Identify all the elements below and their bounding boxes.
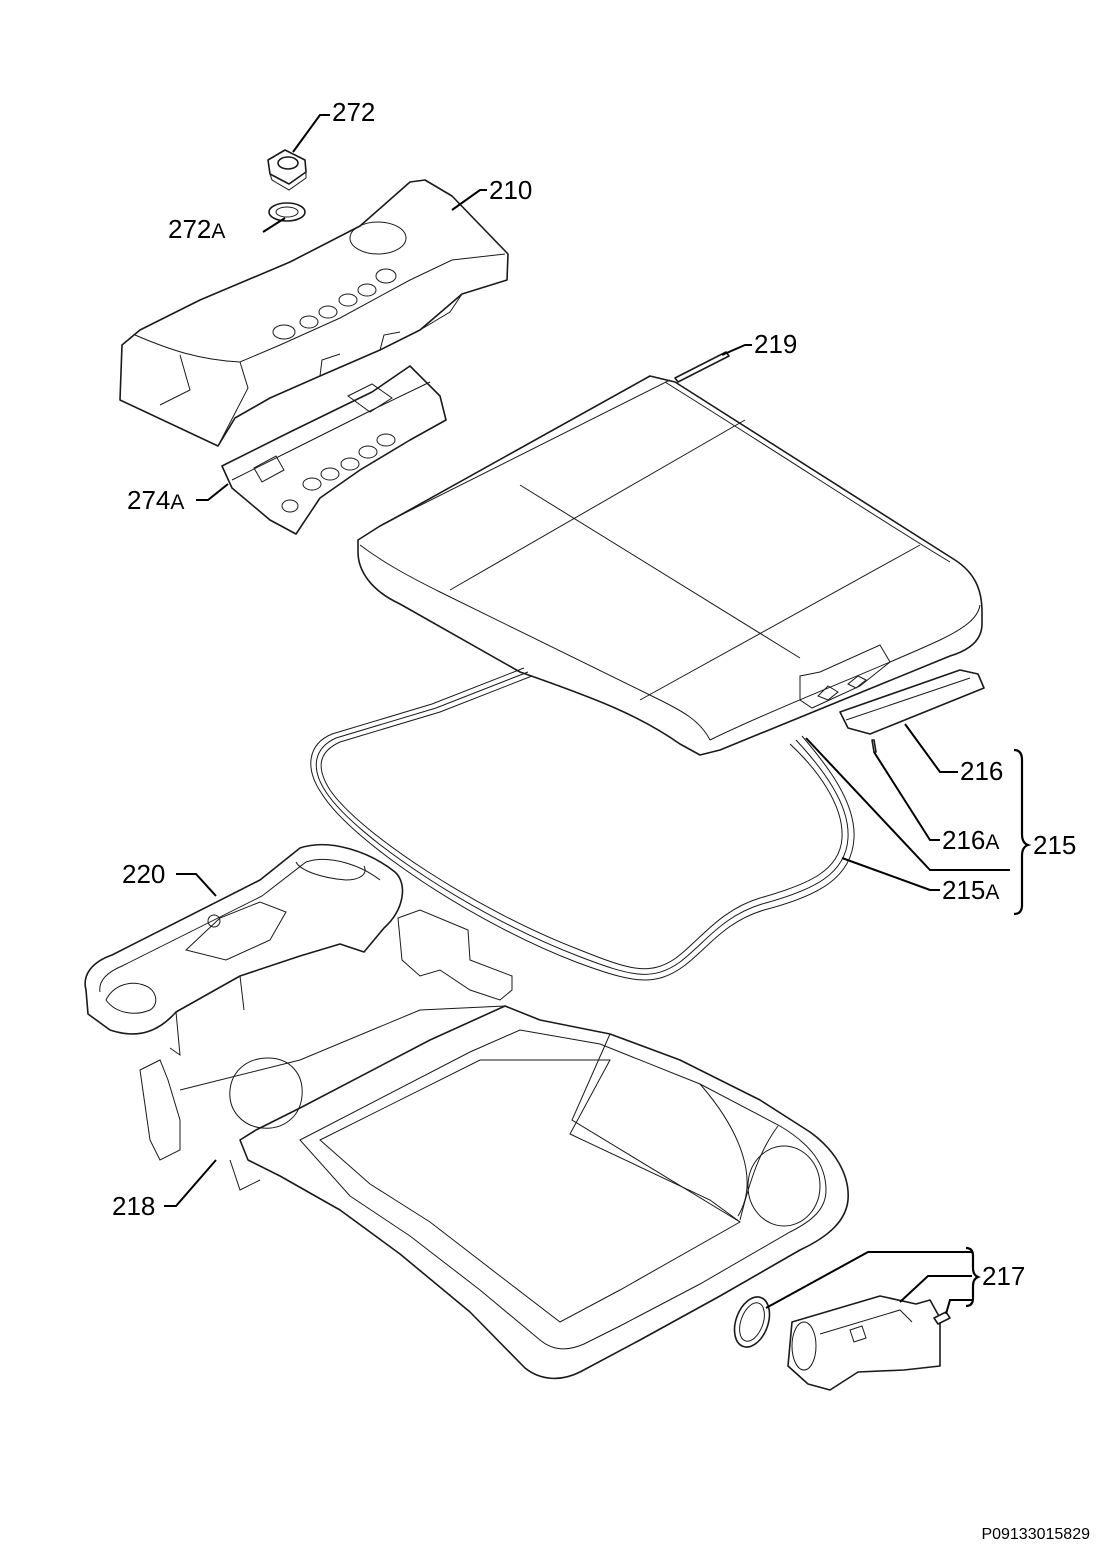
leader-215a-lid — [805, 737, 1010, 871]
callout-218: 218 — [112, 1191, 155, 1221]
part-272a-ring — [268, 202, 306, 222]
leader-217-ring — [765, 1251, 972, 1309]
part-217-o-ring — [733, 1296, 771, 1348]
leader-272a — [262, 217, 286, 233]
part-219-hinge-pin — [674, 351, 730, 383]
leader-219 — [721, 344, 752, 356]
callout-220: 220 — [122, 859, 165, 889]
part-274a-electronic-module — [221, 365, 447, 535]
part-218-top-frame — [139, 909, 849, 1380]
part-272-knob — [267, 149, 307, 191]
callout-272: 272 — [332, 97, 375, 127]
callout-215: 215 — [1033, 830, 1076, 860]
leader-217-screw — [945, 1299, 972, 1315]
part-215-lid — [357, 375, 983, 756]
callout-215a: 215A — [942, 875, 999, 905]
part-217-screw — [933, 1311, 951, 1325]
callout-219: 219 — [754, 329, 797, 359]
part-215a-gasket — [310, 667, 855, 981]
leader-216 — [904, 723, 958, 773]
leader-218 — [164, 1159, 217, 1207]
callout-274a: 274A — [127, 485, 184, 515]
leader-274a — [196, 483, 229, 501]
brace-217 — [965, 1246, 981, 1308]
leader-lines — [164, 114, 1010, 1315]
part-216-handle — [839, 669, 985, 735]
callout-210: 210 — [489, 175, 532, 205]
brace-215 — [1013, 748, 1032, 916]
part-217-pump-cover — [787, 1295, 941, 1391]
part-210-control-panel — [119, 179, 509, 447]
callout-216: 216 — [960, 756, 1003, 786]
leader-217-cover — [899, 1275, 972, 1303]
leader-220 — [176, 873, 217, 897]
document-code: P09133015829 — [981, 1526, 1090, 1543]
leader-272 — [292, 114, 330, 153]
leader-210 — [451, 189, 487, 211]
part-220-detergent-drawer — [84, 844, 404, 1057]
part-216a-screw — [871, 739, 877, 753]
callout-216a: 216A — [942, 825, 999, 855]
leader-215a-gasket — [841, 857, 940, 891]
callout-217: 217 — [982, 1261, 1025, 1291]
callout-272a: 272A — [168, 214, 225, 244]
leader-216a — [873, 751, 940, 841]
